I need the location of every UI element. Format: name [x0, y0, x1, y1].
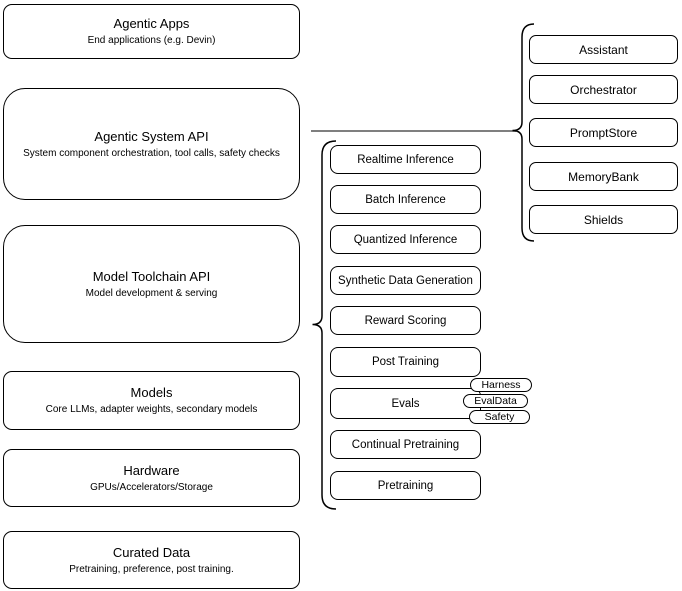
node-synthetic-data-generation: Synthetic Data Generation	[330, 266, 481, 295]
node-label: PromptStore	[569, 125, 638, 140]
node-title: Hardware	[123, 462, 180, 478]
node-title: Models	[130, 385, 173, 400]
node-subtitle: System component orchestration, tool cal…	[23, 147, 280, 159]
node-subtitle: GPUs/Accelerators/Storage	[90, 481, 213, 493]
node-label: Shields	[583, 212, 624, 227]
node-subtitle: Pretraining, preference, post training.	[69, 563, 234, 575]
tag-label: EvalData	[474, 395, 517, 407]
node-label: Realtime Inference	[357, 153, 454, 166]
node-batch-inference: Batch Inference	[330, 185, 481, 214]
node-evals: Evals	[330, 388, 481, 419]
node-label: Orchestrator	[570, 82, 637, 97]
node-label: MemoryBank	[568, 169, 639, 184]
node-label: Post Training	[371, 356, 440, 368]
node-orchestrator: Orchestrator	[529, 75, 678, 104]
node-memorybank: MemoryBank	[529, 162, 678, 191]
node-label: Pretraining	[377, 479, 434, 492]
node-model-toolchain-api: Model Toolchain API Model development & …	[3, 225, 300, 343]
node-label: Continual Pretraining	[351, 438, 460, 451]
node-label: Synthetic Data Generation	[338, 274, 473, 287]
node-agentic-apps: Agentic Apps End applications (e.g. Devi…	[3, 4, 300, 59]
node-agentic-system-api: Agentic System API System component orch…	[3, 88, 300, 200]
node-assistant: Assistant	[529, 35, 678, 64]
node-shields: Shields	[529, 205, 678, 234]
node-promptstore: PromptStore	[529, 118, 678, 147]
node-reward-scoring: Reward Scoring	[330, 306, 481, 335]
node-hardware: Hardware GPUs/Accelerators/Storage	[3, 449, 300, 507]
node-label: Batch Inference	[365, 193, 446, 206]
node-subtitle: Core LLMs, adapter weights, secondary mo…	[45, 404, 258, 415]
node-subtitle: Model development & serving	[85, 287, 218, 299]
node-label: Quantized Inference	[353, 233, 458, 246]
node-realtime-inference: Realtime Inference	[330, 145, 481, 174]
node-quantized-inference: Quantized Inference	[330, 225, 481, 254]
node-title: Curated Data	[112, 544, 191, 560]
node-subtitle: End applications (e.g. Devin)	[87, 35, 216, 46]
node-label: Assistant	[579, 42, 628, 57]
node-curated-data: Curated Data Pretraining, preference, po…	[3, 531, 300, 589]
node-label: Evals	[391, 397, 420, 410]
node-pretraining: Pretraining	[330, 471, 481, 500]
node-title: Model Toolchain API	[92, 268, 211, 284]
tag-harness: Harness	[470, 378, 532, 392]
node-title: Agentic Apps	[113, 16, 190, 31]
node-continual-pretraining: Continual Pretraining	[330, 430, 481, 459]
tag-safety: Safety	[469, 410, 530, 424]
node-models: Models Core LLMs, adapter weights, secon…	[3, 371, 300, 430]
tag-label: Safety	[484, 411, 515, 423]
node-label: Reward Scoring	[364, 314, 447, 327]
node-post-training: Post Training	[330, 347, 481, 377]
node-title: Agentic System API	[94, 128, 209, 144]
tag-evaldata: EvalData	[463, 394, 528, 408]
tag-label: Harness	[481, 379, 521, 391]
